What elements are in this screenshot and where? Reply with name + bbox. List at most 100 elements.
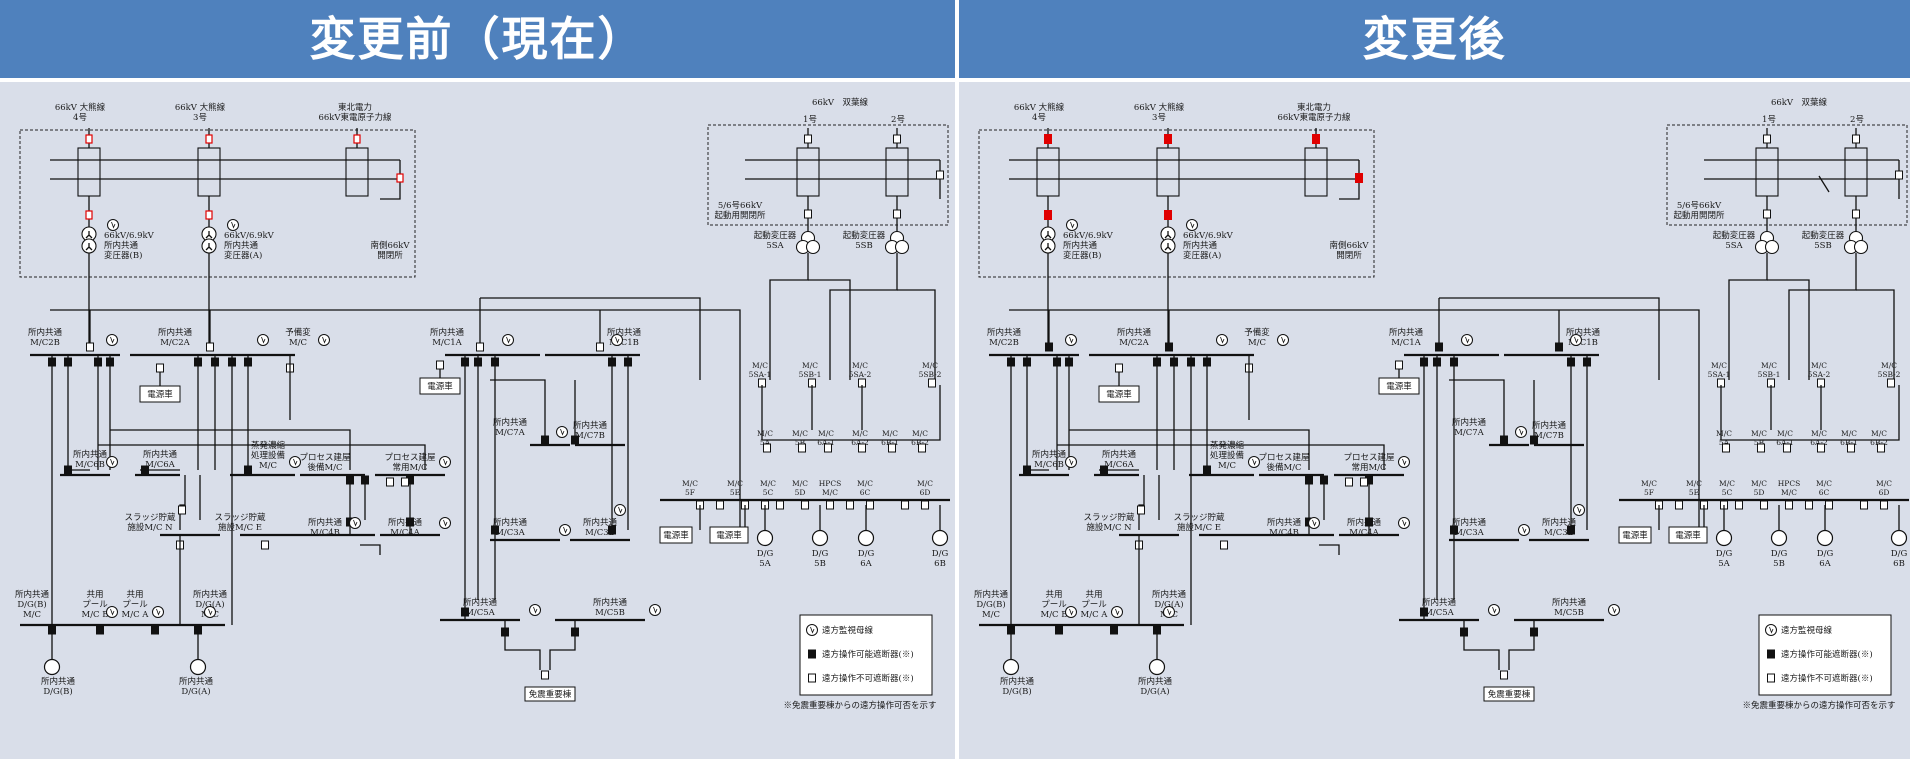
breaker-2a-3	[1203, 357, 1211, 367]
quake-building	[1483, 686, 1535, 702]
line-label-futaba-2: 2号	[891, 115, 905, 125]
monitor-mark	[110, 336, 115, 344]
monitor-mark	[615, 336, 620, 344]
breaker-st-f1	[804, 209, 812, 219]
breaker-unit-low-8	[1825, 500, 1833, 510]
legend-monitor: 遠方監視母線	[822, 625, 874, 636]
breaker-unit-low-6	[826, 500, 834, 510]
monitor-mark	[110, 608, 115, 616]
monitor-mark	[322, 336, 327, 344]
monitor-mark	[1769, 626, 1774, 634]
wire	[1138, 475, 1145, 530]
monitor-mark	[1519, 428, 1524, 436]
wire	[1720, 385, 1900, 441]
breaker-unit-mc-3	[928, 378, 936, 388]
monitor-mark	[810, 626, 815, 634]
generator-unit-3	[1890, 529, 1908, 547]
breaker-mc3b	[608, 525, 616, 535]
breaker-66kv-okuma3	[205, 134, 213, 144]
breaker-quake	[1500, 670, 1508, 680]
generator-dg-a	[189, 658, 207, 676]
power-car-4	[1668, 526, 1708, 544]
wire	[1856, 289, 1895, 380]
breaker-2b-0	[48, 357, 56, 367]
transformer-winding	[85, 231, 93, 239]
tie-line	[98, 444, 426, 470]
legend-operable-symbol	[808, 649, 816, 659]
breaker-trafo-tr-a	[205, 210, 213, 220]
monitor-mark	[1577, 506, 1582, 514]
monitor-mark	[1190, 221, 1195, 229]
wire	[1463, 620, 1500, 670]
breaker-sludge-e	[1220, 540, 1228, 550]
power-car-1-label: 電源車	[147, 389, 173, 400]
breaker-1-0	[461, 357, 469, 367]
wire	[1319, 544, 1340, 555]
breaker-power-car-2	[436, 360, 444, 370]
legend-operable: 遠方操作可能遮断器(※)	[1781, 649, 1873, 660]
label-proc-back: プロセス建屋後備M/C	[1258, 452, 1310, 473]
feeder	[1439, 297, 1660, 380]
monitor-mark	[1574, 336, 1579, 344]
label-sludge-n: スラッジ貯蔵施設M/C N	[124, 512, 176, 533]
breaker-unit-mc-7	[1817, 443, 1825, 453]
transformer-winding	[1044, 243, 1052, 251]
generator-unit-1	[811, 529, 829, 547]
breaker-unit-mc-9	[1877, 443, 1885, 453]
monitor-mark	[618, 506, 623, 514]
line-label-futaba-2: 2号	[1850, 115, 1864, 125]
monitor-mark	[1069, 608, 1074, 616]
breaker-futaba-f2	[1852, 134, 1860, 144]
monitor-mark	[506, 336, 511, 344]
tie-line	[1069, 429, 1310, 470]
breaker-incomer-mc1a	[476, 342, 484, 352]
breaker-st-f2	[1852, 209, 1860, 219]
breaker-power-car-1	[1115, 363, 1123, 373]
legend-inoperable: 遠方操作不可遮断器(※)	[1781, 673, 1873, 684]
breaker-unit-mc-4	[763, 443, 771, 453]
breaker-2a-3	[244, 357, 252, 367]
breaker-mc3a	[491, 525, 499, 535]
monitor-mark	[1522, 526, 1527, 534]
line-label-futaba-1: 1号	[803, 115, 817, 125]
wire	[360, 544, 381, 555]
breaker-2b-0	[1007, 357, 1015, 367]
south-switchyard-frame	[19, 129, 416, 278]
breaker-power-car-1	[156, 363, 164, 373]
breaker-2b-3	[1065, 357, 1073, 367]
wire	[897, 289, 936, 380]
generator-unit-3	[931, 529, 949, 547]
breaker-mc6b	[1023, 465, 1031, 475]
monitor-mark	[110, 458, 115, 466]
breaker-st-f1	[1763, 209, 1771, 219]
